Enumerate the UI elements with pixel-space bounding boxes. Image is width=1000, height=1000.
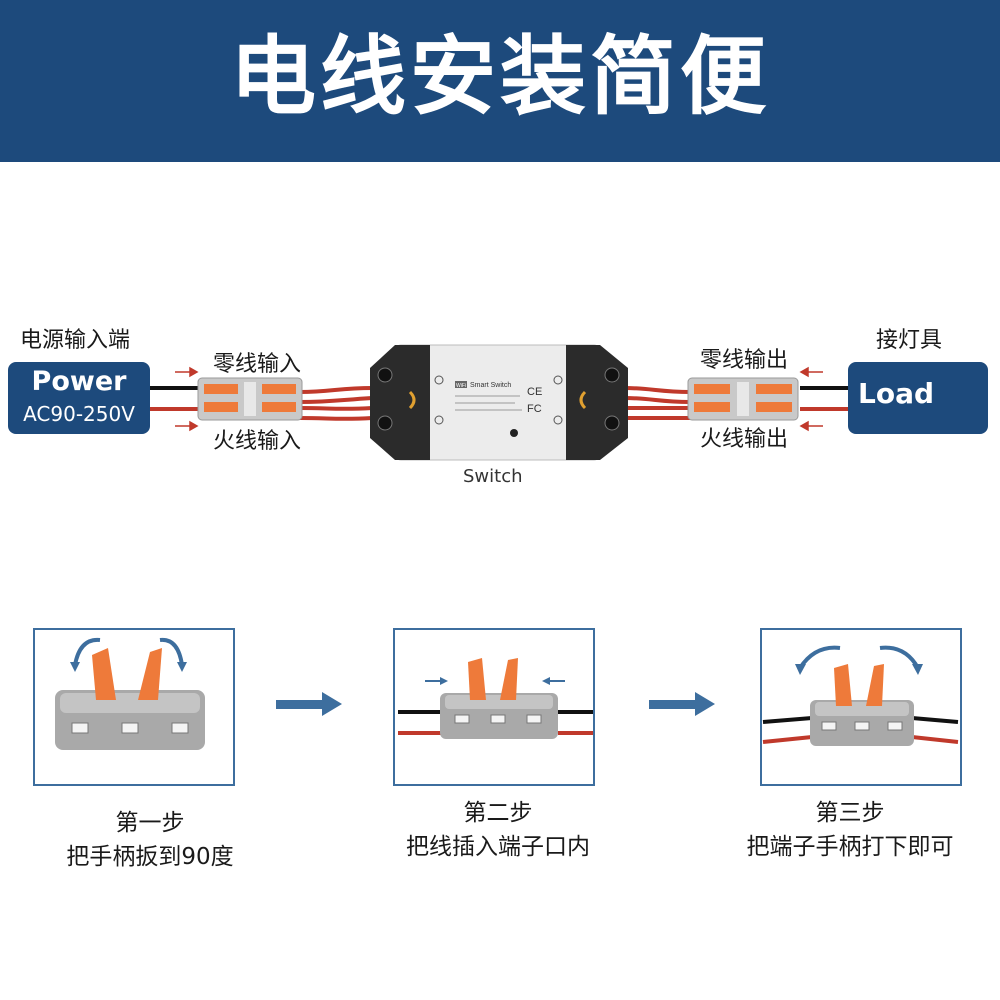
switch-label: Switch <box>463 466 523 487</box>
fc-mark: FC <box>527 403 542 415</box>
power-box-title: Power <box>31 366 127 397</box>
step-arrow-1 <box>276 692 342 716</box>
page-title: 电线安装简便 <box>230 27 770 127</box>
step-1-caption: 第一步 把手柄扳到90度 <box>0 806 300 874</box>
step-3-caption: 第三步 把端子手柄打下即可 <box>700 796 1000 864</box>
output-connector <box>687 377 799 421</box>
power-input-label: 电源输入端 <box>20 328 131 353</box>
input-wires <box>150 386 373 421</box>
load-box: Load <box>848 362 988 434</box>
live-input-label: 火线输入 <box>213 429 302 454</box>
step-2-desc: 把线插入端子口内 <box>406 834 590 860</box>
step-arrow-2 <box>649 692 715 716</box>
load-box-title: Load <box>858 377 935 410</box>
step-2-caption: 第二步 把线插入端子口内 <box>348 796 648 864</box>
device-model-text: Smart Switch <box>470 382 511 389</box>
neutral-output-label: 零线输出 <box>700 348 789 373</box>
step-3-frame <box>760 628 962 786</box>
smart-switch-device <box>370 344 628 461</box>
input-connector <box>197 377 303 421</box>
ce-mark: CE <box>527 386 542 398</box>
neutral-input-label: 零线输入 <box>213 352 302 377</box>
output-arrows <box>799 366 823 432</box>
load-label: 接灯具 <box>876 328 943 353</box>
step-3-title: 第三步 <box>815 800 885 826</box>
step-1-title: 第一步 <box>115 810 185 836</box>
live-output-label: 火线输出 <box>700 427 789 452</box>
input-arrows <box>175 366 199 432</box>
step-1-desc: 把手柄扳到90度 <box>66 844 234 870</box>
step-1-frame <box>33 628 235 786</box>
step-2-title: 第二步 <box>463 800 533 826</box>
step-2-illustration <box>398 658 593 739</box>
step-3-illustration <box>762 645 959 746</box>
step-3-desc: 把端子手柄打下即可 <box>746 834 954 860</box>
output-wires <box>624 386 848 421</box>
device-brand-text: WiFi <box>456 383 466 389</box>
step-1-illustration <box>55 637 205 750</box>
power-box-voltage: AC90-250V <box>23 402 135 426</box>
step-2-frame <box>393 628 595 786</box>
power-box: Power AC90-250V <box>8 362 150 434</box>
header-banner: 电线安装简便 <box>0 0 1000 162</box>
